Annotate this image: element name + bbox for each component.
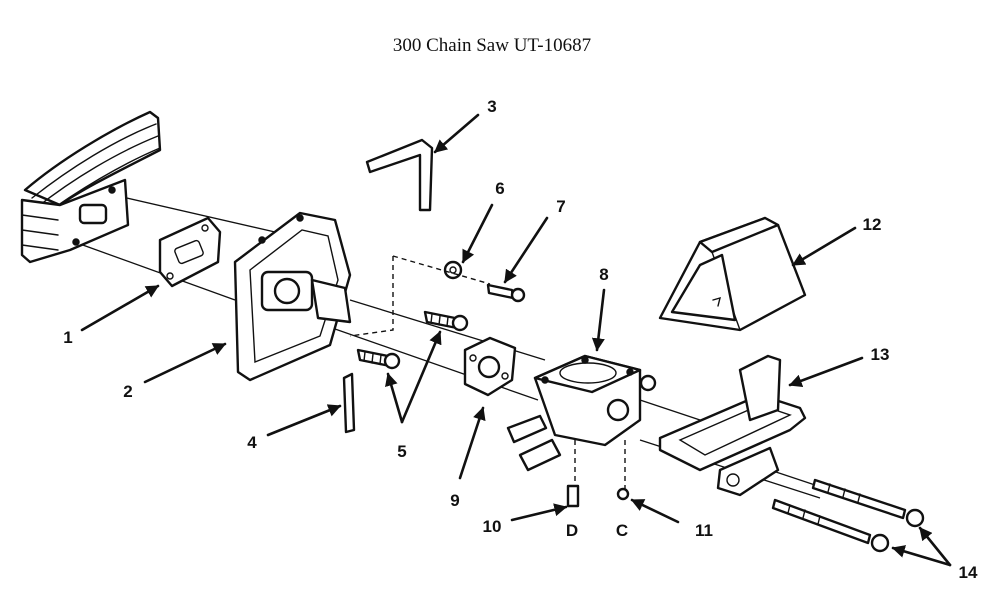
part-8-carburetor — [506, 354, 657, 508]
callout-11: 11 — [695, 521, 713, 540]
letter-c: C — [616, 521, 628, 540]
part-1-gasket — [158, 216, 222, 288]
part-12-filter-cover — [658, 216, 807, 332]
part-2-housing — [233, 211, 352, 382]
callout-labels: 1 2 3 4 5 6 7 8 9 10 11 12 13 14 D C — [63, 97, 978, 582]
callout-2: 2 — [123, 382, 132, 401]
callout-8: 8 — [599, 265, 608, 284]
part-6-nut — [443, 260, 463, 280]
part-14-long-screws — [771, 478, 925, 553]
callout-14: 14 — [959, 563, 978, 582]
callout-12: 12 — [863, 215, 882, 234]
diagram-title: 300 Chain Saw UT-10687 — [393, 35, 591, 56]
callout-6: 6 — [495, 179, 504, 198]
callout-5: 5 — [397, 442, 406, 461]
part-13-filter-base — [658, 354, 807, 497]
callout-1: 1 — [63, 328, 72, 347]
letter-d: D — [566, 521, 578, 540]
callout-3: 3 — [487, 97, 496, 116]
part-5-screws — [356, 310, 469, 370]
dashed-assembly-lines — [349, 255, 626, 490]
engine-cylinder — [20, 110, 162, 264]
part-3-hex-key — [365, 138, 434, 212]
part-9-gasket — [463, 336, 517, 397]
callout-7: 7 — [556, 197, 565, 216]
callout-9: 9 — [450, 491, 459, 510]
part-4-pin — [342, 372, 356, 434]
callout-4: 4 — [247, 433, 257, 452]
callout-10: 10 — [483, 517, 502, 536]
callout-leaders — [80, 113, 952, 567]
callout-13: 13 — [871, 345, 890, 364]
part-7-screw — [486, 283, 526, 303]
